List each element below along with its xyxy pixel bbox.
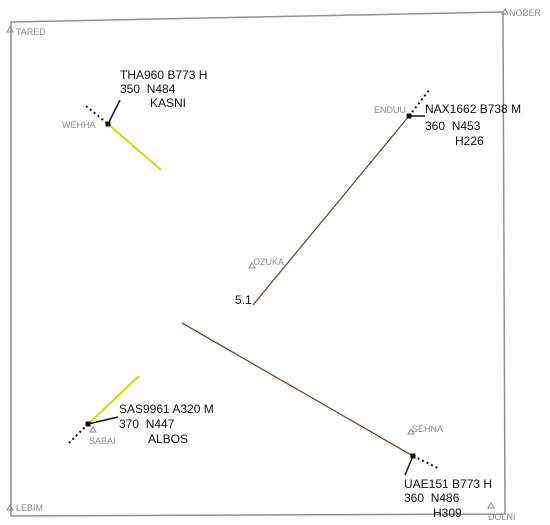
data-block[interactable]: NAX1662 B738 M 360 N453 H226 [425, 102, 521, 148]
waypoint-label: DOLNI [488, 512, 516, 522]
altitude-speed: 360 N486 [404, 491, 460, 505]
aircraft-uae151[interactable]: UAE151 B773 H 360 N486 H309 [404, 453, 492, 521]
leader-line [107, 99, 121, 125]
history-trail [412, 455, 441, 470]
aircraft-tha960[interactable]: THA960 B773 H 350 N484 KASNI [85, 68, 207, 127]
history-trail [408, 88, 431, 117]
aircraft-nax1662[interactable]: NAX1662 B738 M 360 N453 H226 [406, 88, 522, 148]
next-fix: KASNI [150, 96, 186, 110]
waypoint-triangle-icon [501, 8, 509, 15]
aircraft-sas9961[interactable]: SAS9961 A320 M 370 N447 ALBOS [66, 402, 214, 446]
altitude-speed: 360 N453 [425, 119, 481, 133]
leader-line [404, 455, 414, 476]
waypoint-label: ENDUU [374, 105, 406, 115]
sector-boundary [10, 11, 506, 517]
route-line-uae151 [181, 322, 414, 457]
waypoint-triangle-icon [6, 504, 14, 511]
route-line-nax1662 [252, 115, 410, 306]
waypoint-dolni[interactable]: DOLNI [487, 502, 516, 522]
waypoint-label: SEHNA [412, 424, 443, 434]
conflict-vector-tha960 [107, 123, 162, 171]
waypoint-label: SABAI [89, 436, 116, 446]
callsign-type: NAX1662 B738 M [425, 102, 521, 116]
waypoint-nober[interactable]: NOBER [501, 8, 542, 18]
waypoint-label: LEBIM [16, 503, 43, 513]
waypoint-triangle-icon [248, 262, 256, 269]
waypoint-label: WEHHA [62, 120, 96, 130]
history-trail [66, 423, 89, 446]
waypoint-lebim[interactable]: LEBIM [6, 503, 43, 513]
waypoint-label: OZUKA [253, 257, 284, 267]
leader-line [87, 416, 119, 425]
separation-distance-label: 5.1 [235, 293, 252, 307]
callsign-type: THA960 B773 H [120, 68, 207, 82]
conflict-vector-sas9961 [87, 375, 140, 425]
waypoint-triangle-icon [487, 502, 495, 509]
altitude-speed: 350 N484 [120, 82, 176, 96]
waypoint-label: NOBER [509, 8, 542, 18]
waypoint-triangle-icon [407, 428, 415, 435]
waypoint-sabai[interactable]: SABAI [89, 426, 116, 446]
waypoint-wehha[interactable]: WEHHA [62, 120, 96, 130]
waypoint-triangle-icon [6, 26, 14, 33]
callsign-type: UAE151 B773 H [404, 477, 492, 491]
data-block[interactable]: SAS9961 A320 M 370 N447 ALBOS [119, 402, 214, 446]
waypoint-ozuka[interactable]: OZUKA [248, 257, 284, 269]
data-block[interactable]: UAE151 B773 H 360 N486 H309 [404, 477, 492, 520]
waypoint-label: TARED [16, 27, 46, 37]
data-block[interactable]: THA960 B773 H 350 N484 KASNI [120, 68, 207, 110]
heading: H309 [433, 506, 462, 520]
altitude-speed: 370 N447 [119, 417, 175, 431]
heading: H226 [455, 134, 484, 148]
callsign-type: SAS9961 A320 M [119, 402, 214, 416]
waypoint-enduu[interactable]: ENDUU [374, 105, 406, 115]
waypoint-tared[interactable]: TARED [6, 26, 46, 37]
next-fix: ALBOS [148, 432, 188, 446]
waypoint-triangle-icon [89, 426, 97, 433]
waypoint-sehna[interactable]: SEHNA [407, 424, 443, 435]
